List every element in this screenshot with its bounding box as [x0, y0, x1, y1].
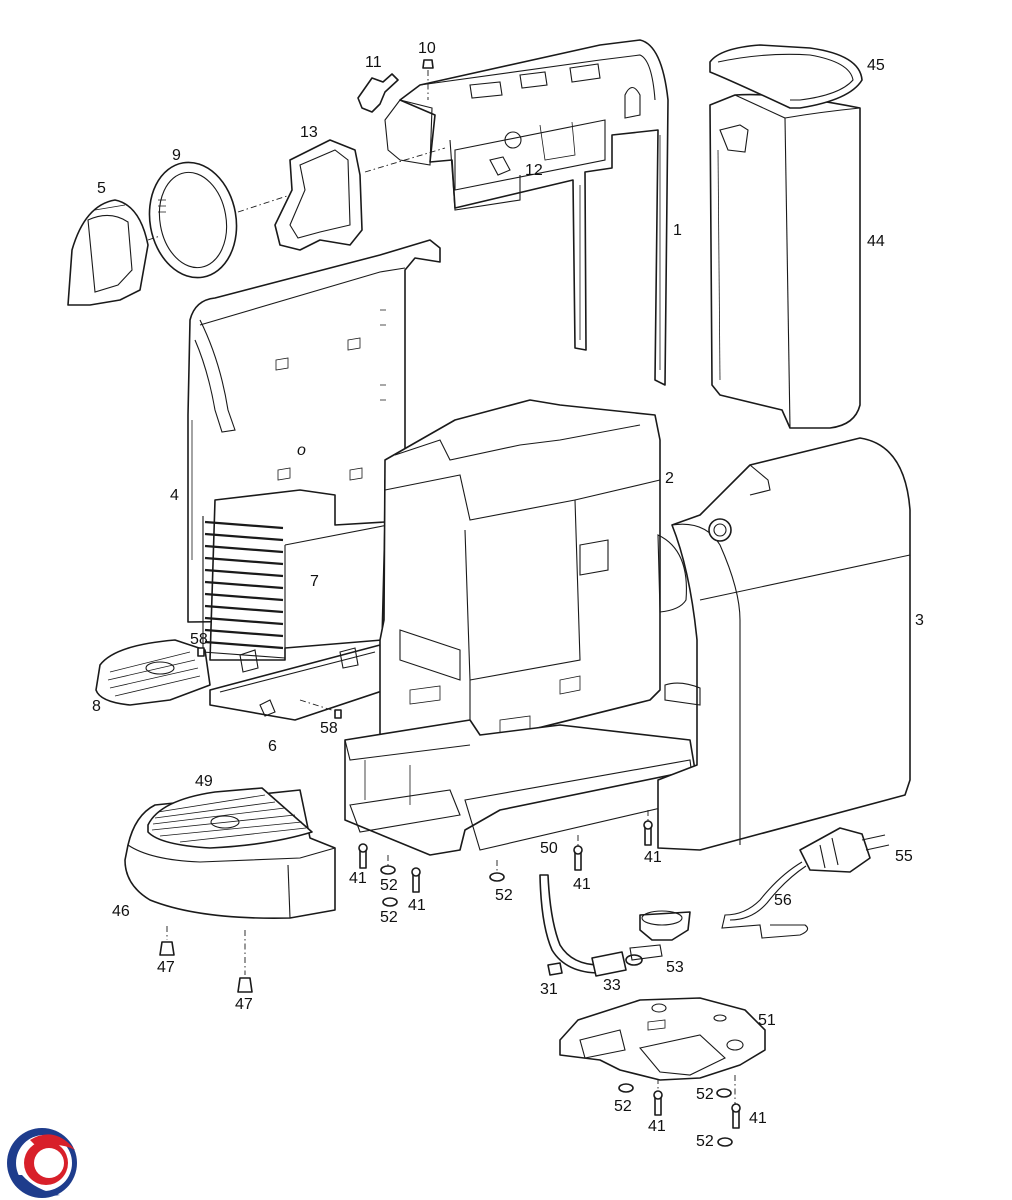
- label-41d: 41: [644, 849, 662, 866]
- label-6: 6: [268, 738, 277, 755]
- label-33: 33: [603, 977, 621, 994]
- part-9-ring: [148, 161, 291, 279]
- label-41c: 41: [573, 876, 591, 893]
- label-51: 51: [758, 1012, 776, 1029]
- part-5-front-cover: [67, 199, 161, 306]
- part-2-chassis: [379, 399, 661, 781]
- label-3: 3: [915, 612, 924, 629]
- part-56-cord: [721, 861, 809, 939]
- part-12-brew-holder: [449, 121, 576, 211]
- label-52b: 52: [380, 909, 398, 926]
- brand-logo: [7, 1128, 77, 1198]
- label-52a: 52: [380, 877, 398, 894]
- label-10: 10: [418, 40, 436, 57]
- part-13-capsule-cage: [274, 139, 446, 251]
- label-8: 8: [92, 698, 101, 715]
- part-8-cup-grid: [95, 639, 211, 706]
- label-50: 50: [540, 840, 558, 857]
- label-46: 46: [112, 903, 130, 920]
- part-55-power-plug: [799, 827, 890, 873]
- label-7: 7: [310, 573, 319, 590]
- part-11-lever: [357, 73, 399, 113]
- label-13: 13: [300, 124, 318, 141]
- label-2: 2: [665, 470, 674, 487]
- part-51-bottom-plate: [559, 997, 766, 1081]
- label-52e: 52: [696, 1086, 714, 1103]
- part-6-drip-tray: [209, 644, 386, 721]
- part-1-top-frame: [384, 39, 669, 386]
- label-47b: 47: [235, 996, 253, 1013]
- label-4: 4: [170, 487, 179, 504]
- part-7-drip-drawer: [202, 489, 389, 661]
- label-44: 44: [867, 233, 885, 250]
- part-45-tank-lid: [709, 44, 863, 109]
- part-41-screws: [358, 810, 741, 1129]
- part-44-water-tank: [709, 93, 861, 429]
- label-58a: 58: [190, 631, 208, 648]
- label-41a: 41: [349, 870, 367, 887]
- label-52d: 52: [614, 1098, 632, 1115]
- part-50-base: [344, 719, 696, 856]
- label-56: 56: [774, 892, 792, 909]
- part-10-screw: [422, 59, 434, 100]
- label-41b: 41: [408, 897, 426, 914]
- svg-text:o: o: [297, 442, 306, 459]
- label-9: 9: [172, 147, 181, 164]
- part-58-feet: [197, 647, 342, 719]
- label-53: 53: [666, 959, 684, 976]
- label-52c: 52: [495, 887, 513, 904]
- label-55: 55: [895, 848, 913, 865]
- label-12: 12: [525, 162, 543, 179]
- part-3-side-cover: [657, 437, 911, 851]
- part-33-connector: [591, 951, 643, 977]
- label-49: 49: [195, 773, 213, 790]
- label-31: 31: [540, 981, 558, 998]
- label-58b: 58: [320, 720, 338, 737]
- label-1: 1: [673, 222, 682, 239]
- label-47a: 47: [157, 959, 175, 976]
- part-52-washers: [380, 855, 736, 1147]
- label-45: 45: [867, 57, 885, 74]
- part-47-feet: [159, 926, 253, 993]
- label-41f: 41: [749, 1110, 767, 1127]
- part-labels: 10 11 13 9 5 12 1 45 44 4 2 7 3 58 8 6 5…: [92, 40, 924, 1150]
- label-41e: 41: [648, 1118, 666, 1135]
- part-31-tube: [539, 874, 601, 976]
- label-5: 5: [97, 180, 106, 197]
- label-11: 11: [365, 54, 382, 71]
- label-52f: 52: [696, 1133, 714, 1150]
- part-53-valve: [629, 910, 691, 961]
- part-49-drip-grid: [147, 787, 313, 849]
